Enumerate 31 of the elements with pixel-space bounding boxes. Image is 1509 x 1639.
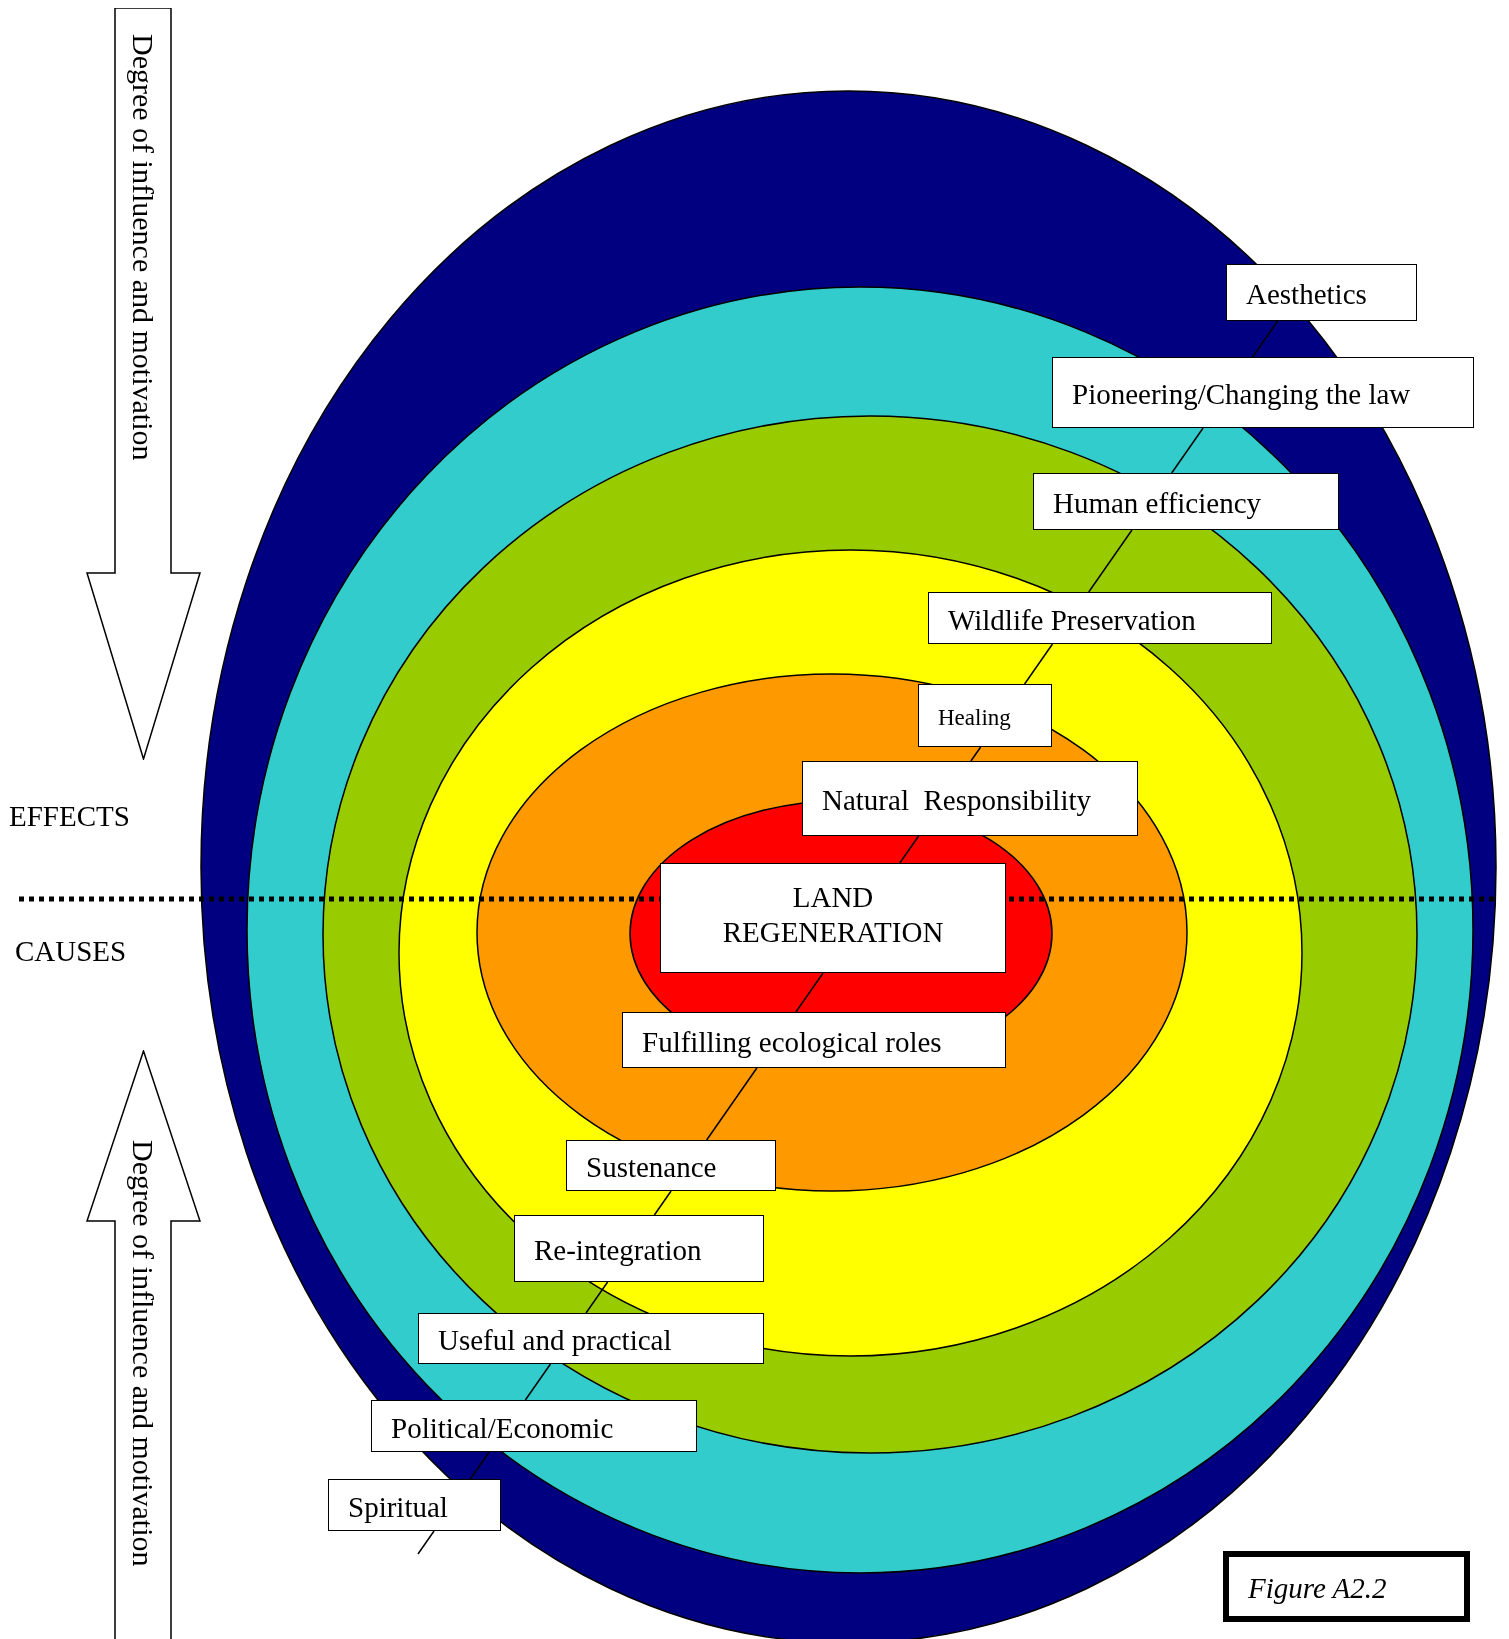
label-box: Pioneering/Changing the law: [1052, 357, 1474, 428]
label-box: Re-integration: [514, 1215, 764, 1282]
connector-line: [524, 1363, 552, 1401]
label-box: Natural Responsibility: [802, 761, 1138, 836]
label-box: Spiritual: [328, 1479, 501, 1531]
connector-line: [1023, 643, 1054, 685]
connector-line: [899, 835, 920, 864]
connector-line: [417, 1530, 435, 1555]
label-box: Healing: [918, 684, 1052, 747]
label-box: Fulfilling ecological roles: [622, 1012, 1006, 1068]
connector-line: [795, 972, 824, 1013]
side-label: EFFECTS: [9, 800, 130, 833]
label-box: Sustenance: [566, 1140, 776, 1191]
connector-line: [1088, 529, 1133, 593]
label-box: Useful and practical: [418, 1313, 764, 1364]
label-box: LAND REGENERATION: [660, 863, 1006, 973]
connector-line: [1251, 320, 1279, 358]
side-label: CAUSES: [15, 935, 127, 968]
arrow-label: Degree of influence and motivation: [126, 1140, 161, 1567]
label-box: Political/Economic: [371, 1400, 697, 1452]
label-box: Wildlife Preservation: [928, 592, 1272, 644]
connector-line: [970, 746, 982, 762]
connector-line: [705, 1067, 758, 1141]
arrow-label: Degree of influence and motivation: [126, 34, 161, 461]
label-box: Aesthetics: [1226, 264, 1417, 321]
connector-line: [1170, 427, 1204, 474]
figure-label: Figure A2.2: [1223, 1551, 1470, 1622]
connector-line: [653, 1190, 672, 1216]
connector-line: [469, 1451, 490, 1480]
label-box: Human efficiency: [1033, 473, 1339, 530]
connector-line: [585, 1281, 609, 1314]
